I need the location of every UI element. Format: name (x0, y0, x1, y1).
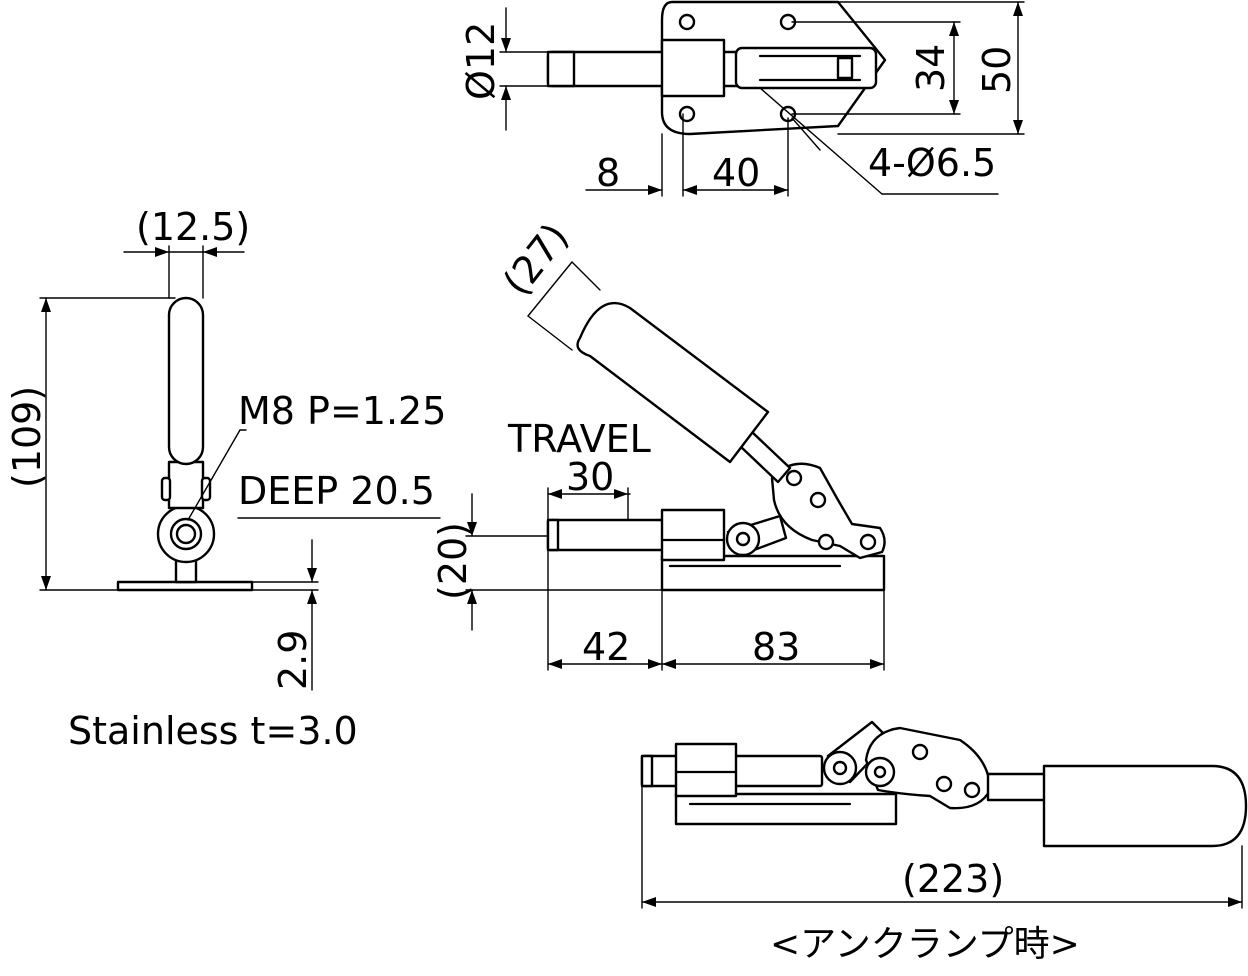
dim-27: (27) (494, 215, 577, 304)
front-view: (27) TRAVEL 30 (20) 42 83 (431, 215, 886, 671)
front-guide-block (660, 508, 726, 562)
top-plunger-tip (546, 50, 576, 88)
travel-value: 30 (566, 455, 614, 499)
side-rod-sleeve (167, 460, 205, 510)
unclamp-grip (1042, 764, 1248, 848)
dim-223: (223) (902, 857, 1004, 901)
unclamp-base (674, 792, 898, 826)
top-hole-3 (678, 105, 696, 123)
top-hole-1 (678, 13, 696, 31)
side-view: (12.5) (109) M8 P=1.25 DEEP 20.5 2.9 Sta… (5, 205, 446, 753)
top-guide-block (660, 38, 726, 98)
dim-40: 40 (712, 151, 760, 195)
top-linkage (734, 46, 878, 90)
top-view: Ø12 34 50 8 40 4-Ø6.5 (459, 0, 1025, 197)
unclamp-guide-block (674, 742, 738, 798)
top-plunger (546, 50, 765, 88)
front-plunger (546, 518, 670, 552)
dim-holes: 4-Ø6.5 (868, 141, 996, 185)
dim-83: 83 (752, 625, 800, 669)
dim-109: (109) (5, 386, 49, 488)
thread-label: M8 P=1.25 (238, 389, 446, 433)
dim-12-5: (12.5) (136, 205, 250, 249)
front-grip (576, 302, 770, 464)
unclamped-view: (223) <アンクランプ時> (640, 720, 1248, 965)
unclamp-caption: <アンクランプ時> (770, 924, 1080, 965)
dim-34: 34 (909, 44, 953, 92)
material-label: Stainless t=3.0 (68, 709, 358, 753)
front-base (660, 554, 886, 592)
dim-8: 8 (596, 151, 620, 195)
side-handle (167, 296, 205, 466)
dim-2-9: 2.9 (271, 630, 315, 690)
deep-label: DEEP 20.5 (238, 469, 435, 513)
dim-dia12: Ø12 (459, 22, 503, 100)
dim-42: 42 (582, 625, 630, 669)
dim-20: (20) (431, 522, 475, 600)
front-lever (770, 462, 886, 560)
dim-50: 50 (975, 46, 1019, 94)
travel-label: TRAVEL (507, 417, 651, 461)
